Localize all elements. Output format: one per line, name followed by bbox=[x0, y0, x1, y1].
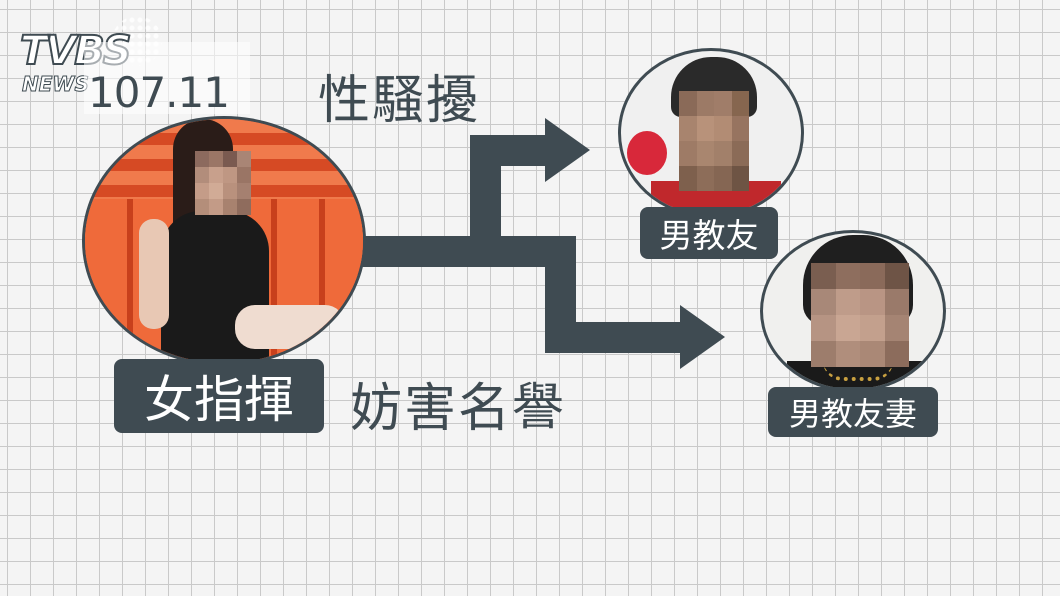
logo-sub: NEWS bbox=[22, 72, 90, 97]
relation-lower-label: 妨害名譽 bbox=[350, 379, 567, 439]
face-mosaic bbox=[195, 151, 251, 215]
right-top-person-label: 男教友 bbox=[640, 207, 778, 259]
necklace bbox=[823, 361, 893, 381]
upper-arrowhead-icon bbox=[545, 118, 590, 182]
person-arm bbox=[139, 219, 169, 329]
right-bottom-person-label: 男教友妻 bbox=[768, 387, 938, 437]
right-bottom-person-photo bbox=[760, 230, 946, 392]
date-stamp: 107.11 bbox=[88, 68, 230, 117]
face-mosaic bbox=[811, 263, 909, 367]
trunk-line bbox=[360, 236, 552, 267]
lower-branch-horizontal bbox=[545, 322, 685, 353]
lower-arrowhead-icon bbox=[680, 305, 725, 369]
person-legs bbox=[235, 305, 345, 349]
face-mosaic bbox=[679, 91, 749, 191]
left-person-label: 女指揮 bbox=[114, 359, 324, 433]
right-top-person-photo bbox=[618, 48, 804, 218]
left-person-photo bbox=[82, 116, 366, 366]
upper-branch-horizontal bbox=[470, 135, 550, 166]
background-red-shape bbox=[627, 131, 667, 175]
date-stamp-box bbox=[84, 42, 250, 114]
